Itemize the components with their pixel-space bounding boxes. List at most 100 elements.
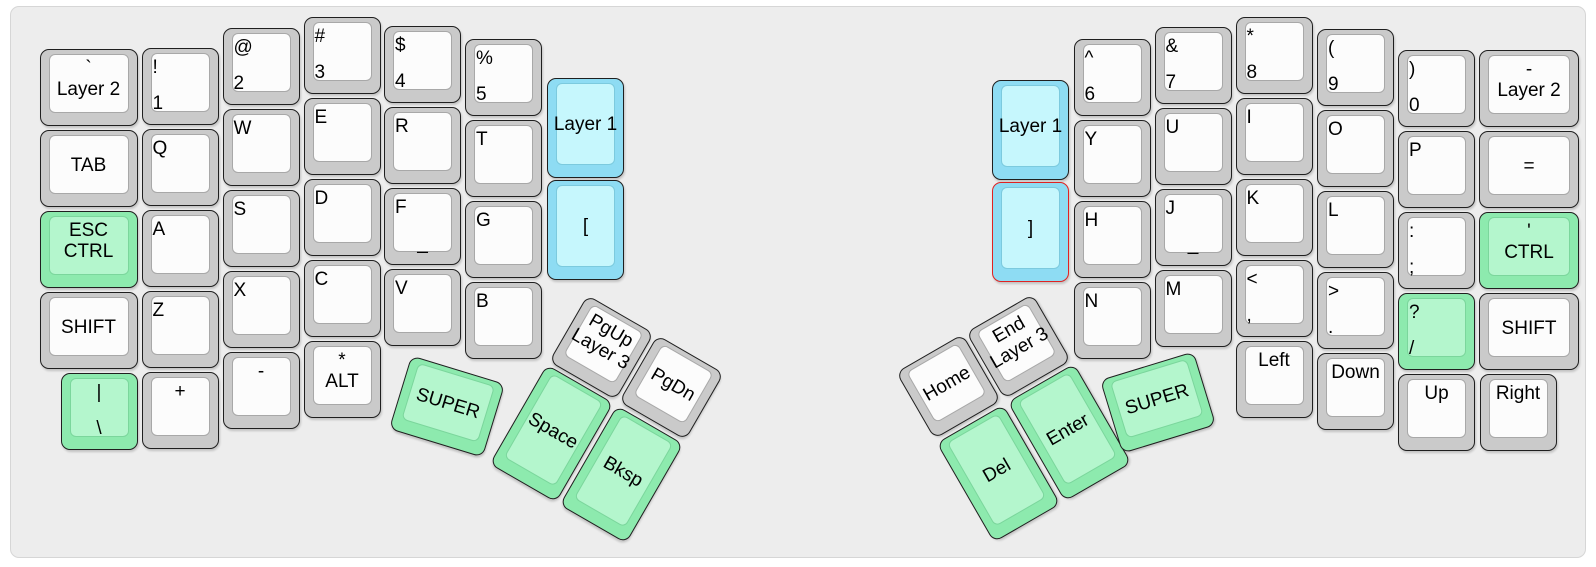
key-n[interactable]: N <box>1073 282 1151 359</box>
key-d[interactable]: D <box>303 179 381 256</box>
keycap-face <box>231 276 291 335</box>
key-i[interactable]: I <box>1235 98 1313 175</box>
key-6[interactable]: ^6 <box>1073 39 1151 116</box>
keycap-face <box>1163 113 1223 172</box>
key-b[interactable]: B <box>465 282 542 359</box>
keycap-face <box>48 135 129 194</box>
key-labels: - <box>234 361 289 413</box>
key-label: E <box>314 107 328 128</box>
keycap-face <box>393 193 452 252</box>
key-labels: Left <box>1247 350 1302 402</box>
key-4[interactable]: $4 <box>384 26 461 103</box>
key-2[interactable]: @2 <box>222 28 300 105</box>
key-labels: 'CTRL <box>1490 221 1568 273</box>
key-comma[interactable]: <, <box>1235 260 1313 337</box>
key-shift-right[interactable]: SHIFT <box>1479 293 1579 370</box>
key-layer1-left[interactable]: Layer 1 <box>547 78 624 178</box>
key-1[interactable]: !1 <box>141 48 219 125</box>
key-lbracket[interactable]: [ <box>547 180 624 280</box>
key-pipe-backslash[interactable]: |\ <box>60 373 138 450</box>
key-h[interactable]: H <box>1073 201 1151 278</box>
key-tab[interactable]: TAB <box>39 130 138 207</box>
key-o[interactable]: O <box>1317 110 1394 187</box>
key-minus-layer2[interactable]: -Layer 2 <box>1479 50 1579 127</box>
key-z[interactable]: Z <box>141 291 219 368</box>
key-labels: X <box>234 280 289 332</box>
key-t[interactable]: T <box>465 120 542 197</box>
key-super-left[interactable]: SUPER <box>388 354 506 458</box>
key-label: SHIFT <box>1501 317 1557 339</box>
key-r[interactable]: R <box>384 107 461 184</box>
key-label: Layer 1 <box>553 114 618 135</box>
key-semicolon[interactable]: :; <box>1398 212 1475 289</box>
keycap-face <box>231 33 291 92</box>
key-g[interactable]: G <box>465 201 542 278</box>
key-label: CTRL <box>1504 242 1554 263</box>
key-s[interactable]: S <box>222 190 300 267</box>
key-label: < <box>1246 269 1258 290</box>
key-5[interactable]: %5 <box>465 39 542 116</box>
keycap-face <box>1326 34 1385 93</box>
key-labels: Up <box>1409 383 1464 435</box>
key-labels: !1 <box>153 57 208 114</box>
key-3[interactable]: #3 <box>303 17 381 94</box>
key-c[interactable]: C <box>303 260 381 337</box>
key-labels: ?/ <box>1409 302 1464 359</box>
key-k[interactable]: K <box>1235 179 1313 256</box>
key-x[interactable]: X <box>222 271 300 348</box>
key-e[interactable]: E <box>303 98 381 175</box>
key-label: P <box>1409 140 1422 161</box>
key-equals[interactable]: = <box>1479 131 1579 208</box>
key-label: * <box>338 350 346 371</box>
key-labels: %5 <box>476 48 531 105</box>
key-down[interactable]: Down <box>1317 353 1394 430</box>
key-label: SUPER <box>413 383 483 423</box>
key-quote-ctrl[interactable]: 'CTRL <box>1479 212 1579 289</box>
key-y[interactable]: Y <box>1073 120 1151 197</box>
key-super-right[interactable]: SUPER <box>1099 350 1217 454</box>
key-j[interactable]: J_ <box>1154 189 1232 266</box>
key-label: M <box>1165 279 1182 300</box>
key-up[interactable]: Up <box>1398 374 1475 451</box>
key-a[interactable]: A <box>141 210 219 287</box>
key-q[interactable]: Q <box>141 129 219 206</box>
key-v[interactable]: V <box>384 269 461 346</box>
key-minus-left[interactable]: - <box>222 352 300 429</box>
key-m[interactable]: M <box>1154 270 1232 347</box>
key-left[interactable]: Left <box>1235 341 1313 418</box>
key-8[interactable]: *8 <box>1235 17 1313 94</box>
key-label: \ <box>96 418 102 439</box>
key-l[interactable]: L <box>1317 191 1394 268</box>
key-layer1-right[interactable]: Layer 1 <box>992 80 1069 180</box>
keycap-face <box>1488 136 1570 195</box>
key-shift-left[interactable]: SHIFT <box>39 292 138 369</box>
keycap-face <box>556 83 615 165</box>
key-grave-layer2[interactable]: `Layer 2 <box>39 49 138 126</box>
key-labels: U <box>1166 117 1221 169</box>
key-label: Right <box>1495 383 1541 404</box>
key-label: & <box>1165 36 1179 57</box>
key-w[interactable]: W <box>222 109 300 186</box>
key-asterisk-alt[interactable]: *ALT <box>303 341 381 418</box>
key-labels: J_ <box>1166 198 1221 255</box>
key-u[interactable]: U <box>1154 108 1232 185</box>
key-7[interactable]: &7 <box>1154 27 1232 104</box>
keycap-face <box>474 125 533 184</box>
key-f[interactable]: F_ <box>384 188 461 265</box>
key-label: X <box>233 280 247 301</box>
key-label: Y <box>1084 129 1098 150</box>
key-period[interactable]: >. <box>1317 272 1394 349</box>
keycap-face <box>393 274 452 333</box>
key-9[interactable]: (9 <box>1317 29 1394 106</box>
key-0[interactable]: )0 <box>1398 50 1475 127</box>
key-plus[interactable]: + <box>141 372 219 449</box>
key-p[interactable]: P <box>1398 131 1475 208</box>
key-rbracket[interactable]: ] <box>992 182 1069 282</box>
key-right[interactable]: Right <box>1479 374 1557 451</box>
keycap-face <box>48 54 129 113</box>
key-label: 6 <box>1084 84 1096 105</box>
key-slash[interactable]: ?/ <box>1398 293 1475 370</box>
